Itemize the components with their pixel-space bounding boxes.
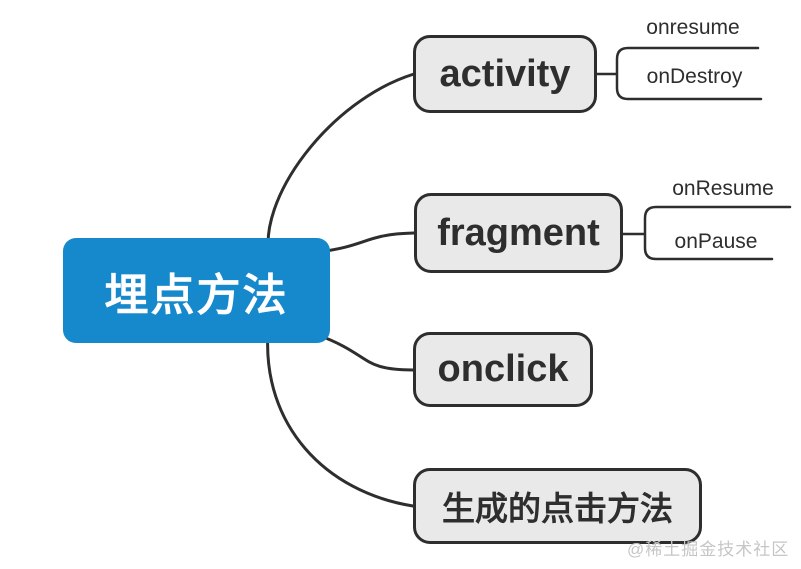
- subtopic-onpause[interactable]: onPause: [674, 230, 758, 253]
- connector-activity-children: [595, 46, 763, 101]
- topic-generated-click-method-label: 生成的点击方法: [442, 490, 673, 527]
- connector-root-fragment: [316, 231, 416, 254]
- topic-fragment-label: fragment: [437, 211, 600, 254]
- topic-onclick-label: onclick: [437, 348, 569, 390]
- connector-root-generated: [266, 330, 415, 508]
- root-topic[interactable]: 埋点方法: [63, 238, 330, 343]
- topic-onclick[interactable]: onclick: [413, 332, 593, 407]
- topic-generated-click-method[interactable]: 生成的点击方法: [413, 468, 702, 544]
- connector-root-onclick: [316, 333, 415, 372]
- topic-activity-label: activity: [439, 52, 571, 95]
- juejin-watermark: @稀土掘金技术社区: [627, 540, 790, 559]
- root-topic-label: 埋点方法: [104, 270, 289, 320]
- subtopic-onresume[interactable]: onresume: [646, 16, 740, 39]
- connector-fragment-children: [621, 205, 792, 261]
- subtopic-onresume-fragment[interactable]: onResume: [672, 177, 774, 200]
- topic-activity[interactable]: activity: [413, 35, 597, 113]
- topic-fragment[interactable]: fragment: [414, 193, 623, 273]
- connector-root-activity: [266, 72, 416, 262]
- subtopic-ondestroy[interactable]: onDestroy: [646, 65, 743, 88]
